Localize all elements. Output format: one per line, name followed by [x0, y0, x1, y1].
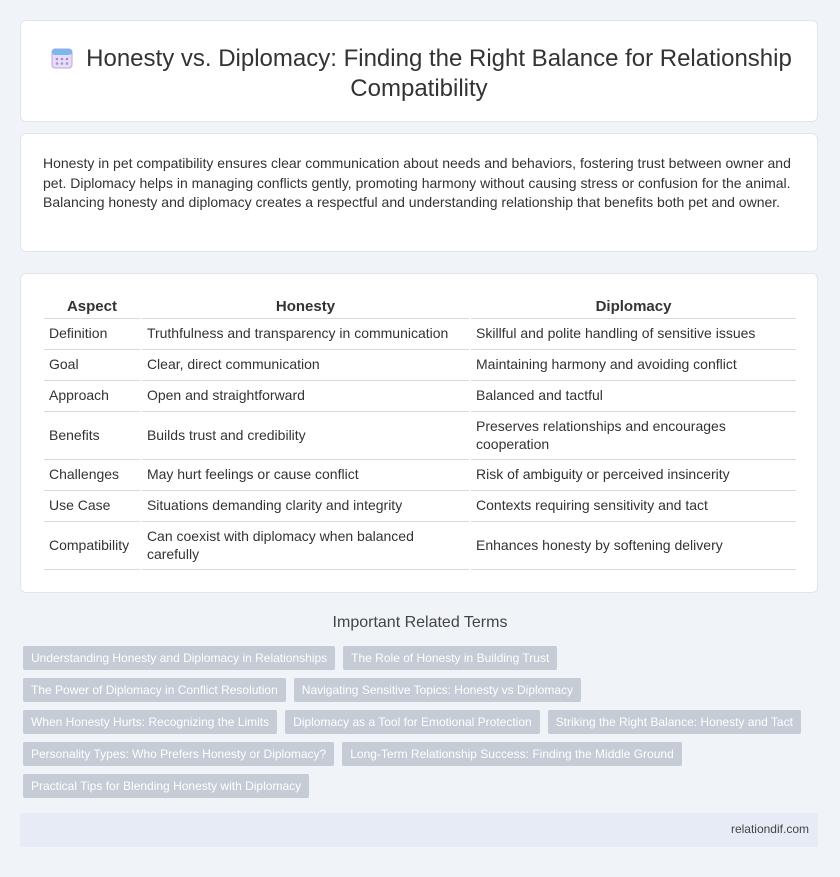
table-row: Approach Open and straightforward Balanc…	[44, 381, 796, 412]
title-line-1: Honesty vs. Diplomacy: Finding the Right…	[86, 45, 792, 72]
cell-honesty: Builds trust and credibility	[141, 412, 470, 460]
table-row: Challenges May hurt feelings or cause co…	[44, 460, 796, 491]
cell-diplomacy: Contexts requiring sensitivity and tact	[471, 491, 796, 522]
cell-diplomacy: Preserves relationships and encourages c…	[471, 412, 796, 460]
cell-aspect: Compatibility	[44, 522, 140, 570]
footer: relationdif.com	[20, 813, 818, 847]
cell-honesty: Can coexist with diplomacy when balanced…	[141, 522, 470, 570]
cell-honesty: May hurt feelings or cause conflict	[141, 460, 470, 491]
related-term-link[interactable]: The Power of Diplomacy in Conflict Resol…	[23, 678, 286, 702]
cell-honesty: Clear, direct communication	[141, 350, 470, 381]
table-row: Use Case Situations demanding clarity an…	[44, 491, 796, 522]
cell-aspect: Challenges	[44, 460, 140, 491]
header-card: Honesty vs. Diplomacy: Finding the Right…	[20, 20, 818, 122]
related-terms-row: When Honesty Hurts: Recognizing the Limi…	[23, 710, 823, 742]
related-term-link[interactable]: Practical Tips for Blending Honesty with…	[23, 774, 310, 798]
cell-diplomacy: Maintaining harmony and avoiding conflic…	[471, 350, 796, 381]
cell-diplomacy: Risk of ambiguity or perceived insinceri…	[471, 460, 796, 491]
related-term-link[interactable]: Striking the Right Balance: Honesty and …	[547, 710, 801, 734]
header-aspect: Aspect	[44, 296, 140, 319]
cell-aspect: Use Case	[44, 491, 140, 522]
intro-card: Honesty in pet compatibility ensures cle…	[20, 133, 818, 252]
cell-diplomacy: Skillful and polite handling of sensitiv…	[471, 319, 796, 350]
comparison-table-card: Aspect Honesty Diplomacy Definition Trut…	[20, 273, 818, 593]
related-term-link[interactable]: Understanding Honesty and Diplomacy in R…	[23, 646, 336, 670]
related-term-link[interactable]: Long-Term Relationship Success: Finding …	[342, 742, 682, 766]
header-diplomacy: Diplomacy	[471, 296, 796, 319]
related-terms-row: The Power of Diplomacy in Conflict Resol…	[23, 678, 823, 710]
page-title: Honesty vs. Diplomacy: Finding the Right…	[21, 44, 817, 104]
cell-diplomacy: Enhances honesty by softening delivery	[471, 522, 796, 570]
related-term-link[interactable]: The Role of Honesty in Building Trust	[343, 646, 558, 670]
table-row: Benefits Builds trust and credibility Pr…	[44, 412, 796, 460]
table-row: Goal Clear, direct communication Maintai…	[44, 350, 796, 381]
footer-site-link[interactable]: relationdif.com	[730, 822, 809, 836]
comparison-table: Aspect Honesty Diplomacy Definition Trut…	[42, 296, 798, 570]
cell-honesty: Situations demanding clarity and integri…	[141, 491, 470, 522]
cell-honesty: Truthfulness and transparency in communi…	[141, 319, 470, 350]
cell-aspect: Goal	[44, 350, 140, 381]
cell-honesty: Open and straightforward	[141, 381, 470, 412]
header-honesty: Honesty	[141, 296, 470, 319]
related-terms-row: Understanding Honesty and Diplomacy in R…	[23, 646, 823, 678]
cell-aspect: Approach	[44, 381, 140, 412]
related-term-link[interactable]: Diplomacy as a Tool for Emotional Protec…	[285, 710, 540, 734]
cell-diplomacy: Balanced and tactful	[471, 381, 796, 412]
table-header-row: Aspect Honesty Diplomacy	[44, 296, 796, 319]
related-term-link[interactable]: Personality Types: Who Prefers Honesty o…	[23, 742, 335, 766]
cell-aspect: Definition	[44, 319, 140, 350]
calendar-icon	[51, 48, 73, 69]
title-line-2: Compatibility	[350, 75, 488, 102]
cell-aspect: Benefits	[44, 412, 140, 460]
table-row: Definition Truthfulness and transparency…	[44, 319, 796, 350]
related-terms-row: Personality Types: Who Prefers Honesty o…	[23, 742, 823, 774]
related-terms-row: Practical Tips for Blending Honesty with…	[23, 774, 823, 806]
table-row: Compatibility Can coexist with diplomacy…	[44, 522, 796, 570]
related-term-link[interactable]: When Honesty Hurts: Recognizing the Limi…	[23, 710, 278, 734]
related-terms-title: Important Related Terms	[332, 614, 508, 631]
related-term-link[interactable]: Navigating Sensitive Topics: Honesty vs …	[293, 678, 582, 702]
intro-paragraph: Honesty in pet compatibility ensures cle…	[43, 155, 791, 210]
